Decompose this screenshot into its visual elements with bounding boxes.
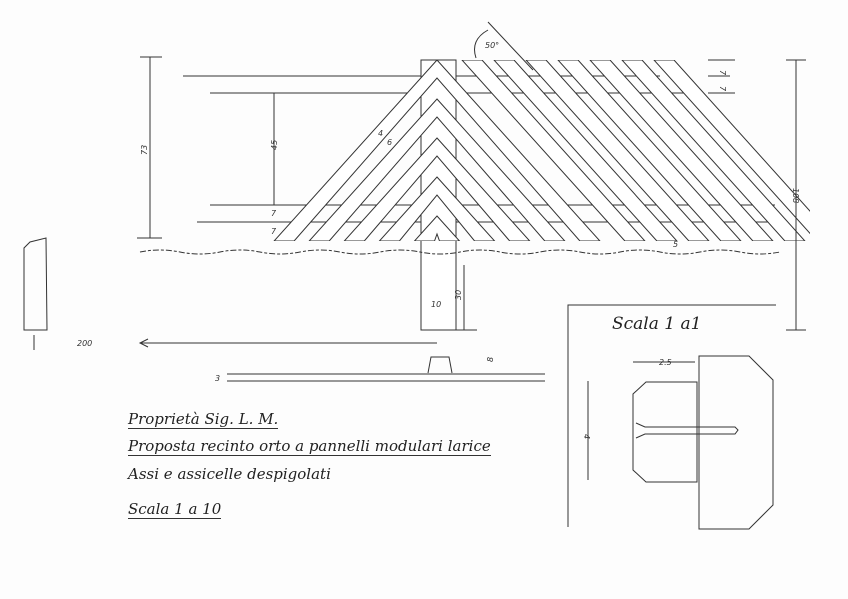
dim-8: 8 (486, 357, 495, 362)
slat-profile (23, 237, 48, 331)
chevron-slat (343, 137, 531, 241)
dim-2-5: 2.5 (659, 358, 672, 367)
detail-scale: Scala 1 a1 (612, 314, 702, 334)
dim-5: 5 (673, 240, 678, 249)
dim-30: 30 (454, 290, 463, 300)
angle-arc (474, 29, 489, 59)
rail-section (698, 355, 774, 530)
project-notes: Assi e assicelle despigolati (128, 465, 331, 483)
angle-line (487, 21, 534, 71)
dim-angle: 50° (485, 41, 499, 50)
dim-3: 3 (215, 374, 220, 383)
dim-73: 73 (140, 145, 149, 155)
chevron-slat (308, 98, 566, 241)
dim-7c: 7 (718, 70, 727, 76)
project-title: Proposta recinto orto a pannelli modular… (128, 437, 491, 456)
diagonal-slat (653, 60, 810, 235)
dim-10: 10 (431, 300, 441, 309)
dim-108: 108 (791, 188, 800, 203)
arrow-left-icon (138, 338, 149, 348)
diagonal-slat (589, 60, 774, 241)
dim-4-detail: 4 (582, 434, 591, 439)
diagonal-slat (525, 60, 710, 241)
dim-200: 200 (77, 339, 92, 348)
dim-7d: 7 (718, 86, 727, 92)
detail-frame (567, 304, 776, 527)
dim-45: 45 (270, 140, 279, 150)
screw-icon (635, 422, 739, 439)
dim-6: 6 (387, 138, 392, 147)
dim-4: 4 (378, 129, 383, 138)
diagonal-slat (621, 60, 806, 241)
dim-7b: 7 (271, 227, 277, 236)
owner: Proprietà Sig. L. M. (128, 410, 279, 429)
drawing-scale: Scala 1 a 10 (128, 500, 222, 519)
chevron-slat (378, 176, 496, 241)
chevron-slat (413, 215, 461, 241)
ground-line (139, 249, 781, 255)
slat-section (632, 381, 698, 483)
diagonal-slat (557, 60, 742, 241)
chevron-slat (273, 60, 601, 241)
diagonal-slat (493, 60, 678, 241)
diagonal-slat (461, 60, 646, 241)
dim-7a: 7 (271, 209, 277, 218)
slats (273, 60, 810, 241)
post-section (427, 356, 453, 374)
